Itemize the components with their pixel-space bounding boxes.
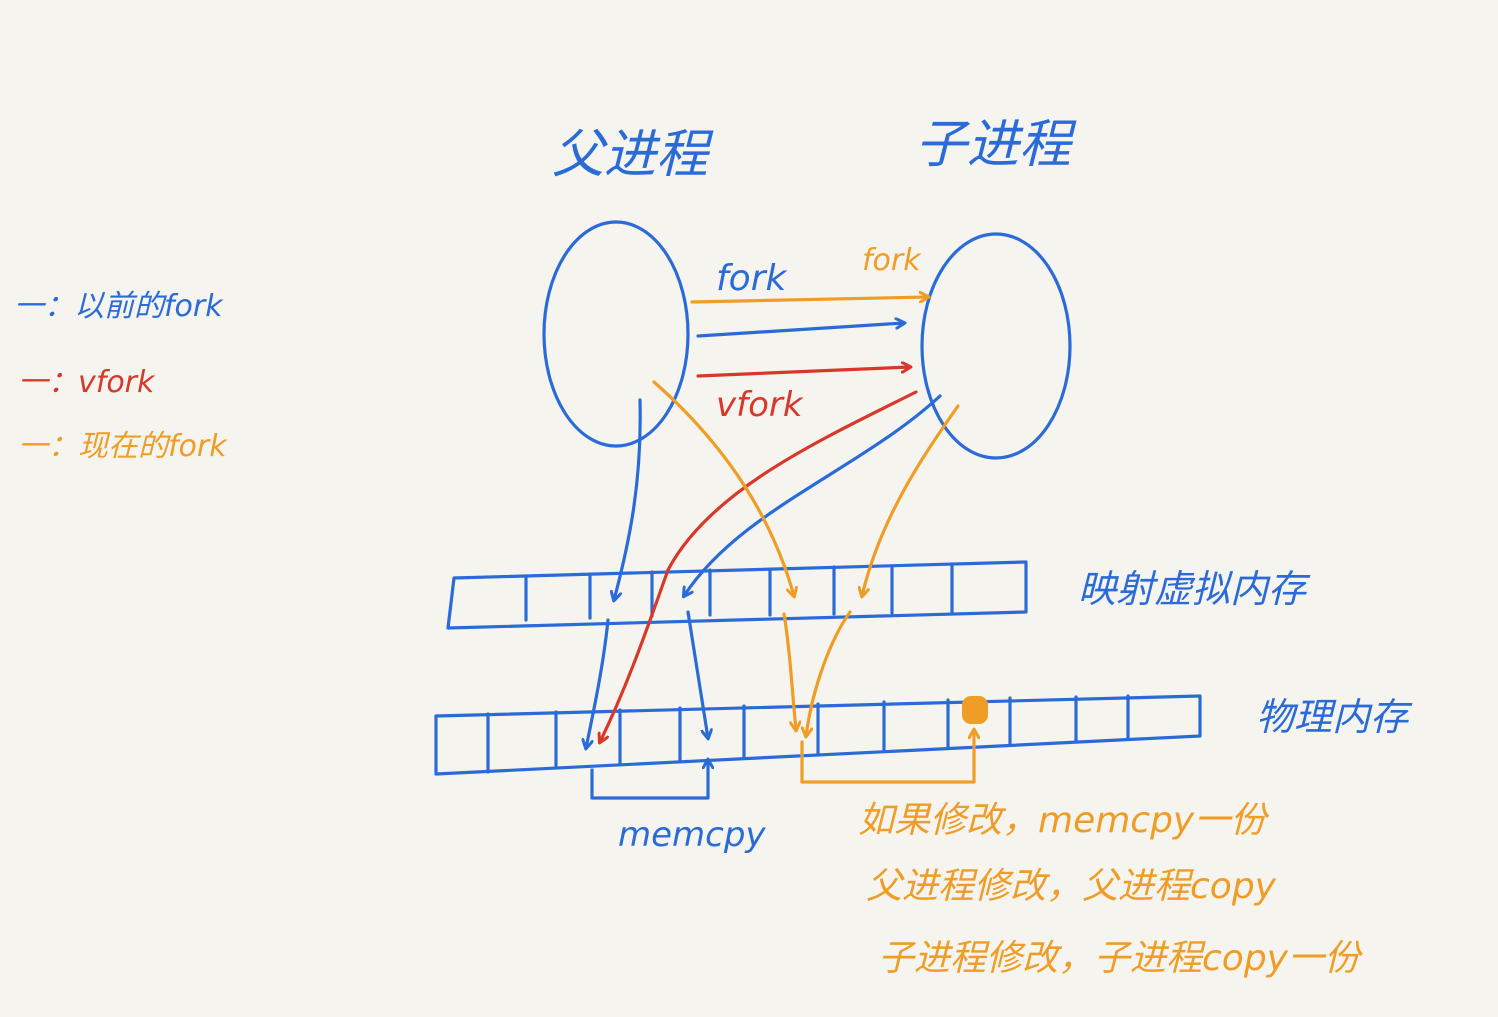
virtual-to-physical-blue-2 (686, 610, 708, 738)
fork-label-blue: fork (716, 258, 789, 299)
memcpy-bracket (590, 760, 708, 800)
legend-vfork: 一：vfork (18, 365, 156, 400)
copy-on-write-notes: 如果修改，memcpy一份 父进程修改，父进程copy 子进程修改，子进程cop… (858, 800, 1364, 979)
parent-process-node (542, 220, 690, 448)
note-line-2: 父进程修改，父进程copy (866, 866, 1277, 907)
parent-process-label: 父进程 (552, 125, 714, 185)
vfork-path (600, 390, 918, 742)
virtual-to-physical-orange-2 (806, 610, 852, 736)
parent-to-virtual-orange (652, 380, 794, 596)
virtual-to-physical-blue-1 (586, 618, 610, 748)
virtual-memory-strip (446, 560, 1028, 630)
parent-to-virtual-blue (614, 398, 642, 600)
memcpy-label: memcpy (618, 815, 766, 855)
fork-label-orange: fork (862, 243, 922, 278)
vfork-arrow (696, 367, 910, 378)
physical-memory-label: 物理内存 (1256, 695, 1413, 739)
virtual-memory-label: 映射虚拟内存 (1078, 567, 1311, 611)
legend-current-fork: 一：现在的fork (18, 429, 228, 464)
legend-previous-fork: 一：以前的fork (14, 289, 224, 324)
child-to-virtual-blue (684, 394, 942, 596)
virtual-to-physical-orange-1 (782, 612, 796, 730)
child-to-virtual-orange (862, 404, 960, 596)
vfork-label: vfork (716, 385, 804, 425)
note-line-3: 子进程修改，子进程copy一份 (878, 938, 1364, 979)
fork-arrow-current (690, 297, 928, 304)
legend: 一：以前的fork 一：vfork 一：现在的fork (14, 289, 228, 464)
physical-memory-strip (434, 694, 1202, 776)
child-process-node (920, 232, 1072, 460)
child-process-label: 子进程 (915, 115, 1077, 175)
copy-on-write-bracket (800, 730, 974, 784)
fork-arrow-previous (696, 323, 904, 338)
note-line-1: 如果修改，memcpy一份 (858, 800, 1270, 841)
copied-page-marker (962, 696, 988, 724)
